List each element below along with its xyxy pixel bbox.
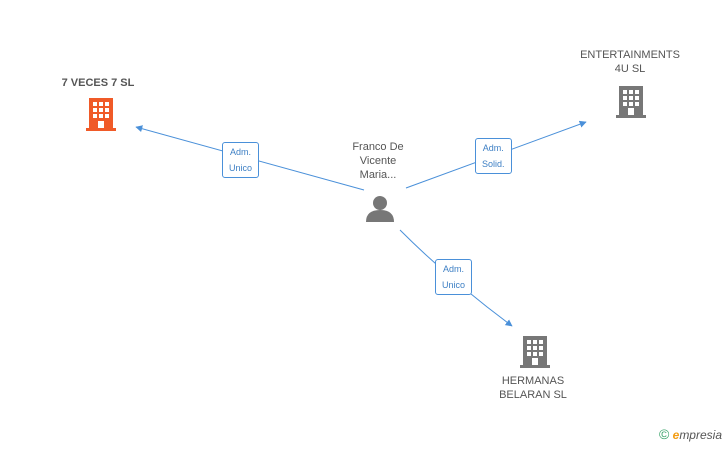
person-icon[interactable] [366,196,394,222]
building-icon[interactable] [520,336,550,368]
copyright-icon: © [658,426,670,442]
building-icon[interactable] [86,98,116,131]
logo-e: e [672,428,680,442]
person-label[interactable]: Franco De Vicente Maria... [352,141,404,181]
edge-label-adm-solid: Adm. Solid. [475,138,512,174]
company-label-entertainments[interactable]: ENTERTAINMENTS 4U SL [580,49,680,75]
company-label-7-veces[interactable]: 7 VECES 7 SL [61,77,135,89]
edge-label-adm-unico: Adm. Unico [222,142,260,178]
building-icon[interactable] [616,86,646,118]
company-label-hermanas[interactable]: HERMANAS BELARAN SL [499,375,567,401]
edge-label-adm-unico: Adm. Unico [435,259,473,295]
logo-text: mpresia [679,428,722,442]
empresia-logo: © empresia [659,426,722,442]
